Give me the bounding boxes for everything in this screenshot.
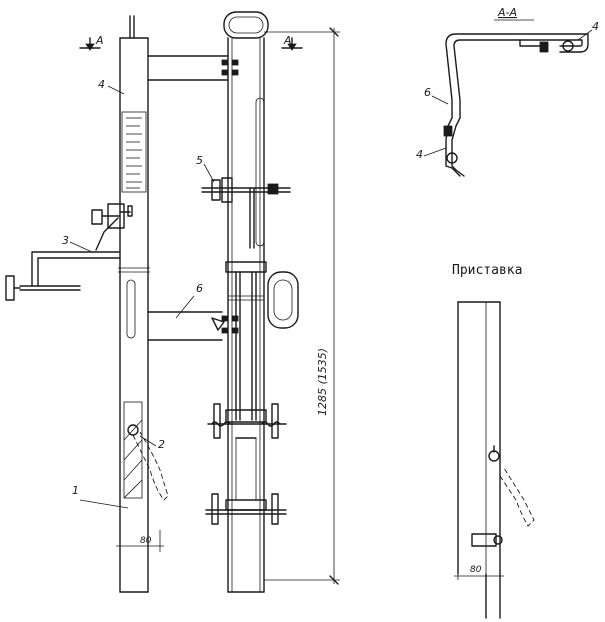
bracket-arm: [5, 203, 133, 301]
rail-slot: [126, 279, 136, 339]
attachment-title: Приставка: [452, 263, 522, 278]
section-title: A-A: [497, 6, 517, 19]
label-part-6: 6: [196, 282, 203, 295]
section-label-6: 6: [424, 86, 431, 99]
adjusting-screw: [201, 177, 291, 249]
side-handle: [267, 271, 299, 329]
measuring-scale: [121, 111, 147, 193]
section-mark-right: A: [281, 34, 303, 51]
label-part-4: 4: [98, 78, 105, 91]
top-handle: [223, 11, 269, 39]
width-attachment-value: 80: [470, 565, 482, 575]
cross-bar-top: [147, 55, 239, 81]
attachment-view: Приставка 80: [452, 263, 535, 619]
lower-clamp-lower: [205, 438, 287, 525]
slider-clamp: [225, 261, 267, 421]
label-part-2: 2: [158, 438, 165, 451]
height-dimension: 1285 (1535): [264, 27, 340, 585]
label-part-5: 5: [196, 154, 203, 167]
latch-assembly: [123, 401, 169, 501]
right-rail-slot: [255, 97, 265, 247]
width-main-value: 80: [140, 536, 152, 546]
section-mark-left: A: [79, 34, 104, 51]
lower-clamp-upper: [207, 403, 287, 439]
part-labels: 4 3 5 6 2 1: [62, 78, 215, 509]
label-part-3: 3: [62, 234, 69, 247]
section-label-4-right: 4: [592, 20, 599, 33]
right-rail: [227, 37, 265, 593]
section-mark-letter-right: A: [283, 34, 292, 47]
section-mark-letter-left: A: [95, 34, 104, 47]
cross-bar-middle: [147, 311, 239, 341]
label-part-1: 1: [72, 484, 79, 497]
section-label-4-left: 4: [416, 148, 423, 161]
section-view: A-A 6 4 4: [416, 6, 599, 177]
width-dimension-main: 80: [116, 530, 164, 552]
left-rail: [118, 15, 150, 593]
height-dimension-value: 1285 (1535): [316, 348, 329, 416]
